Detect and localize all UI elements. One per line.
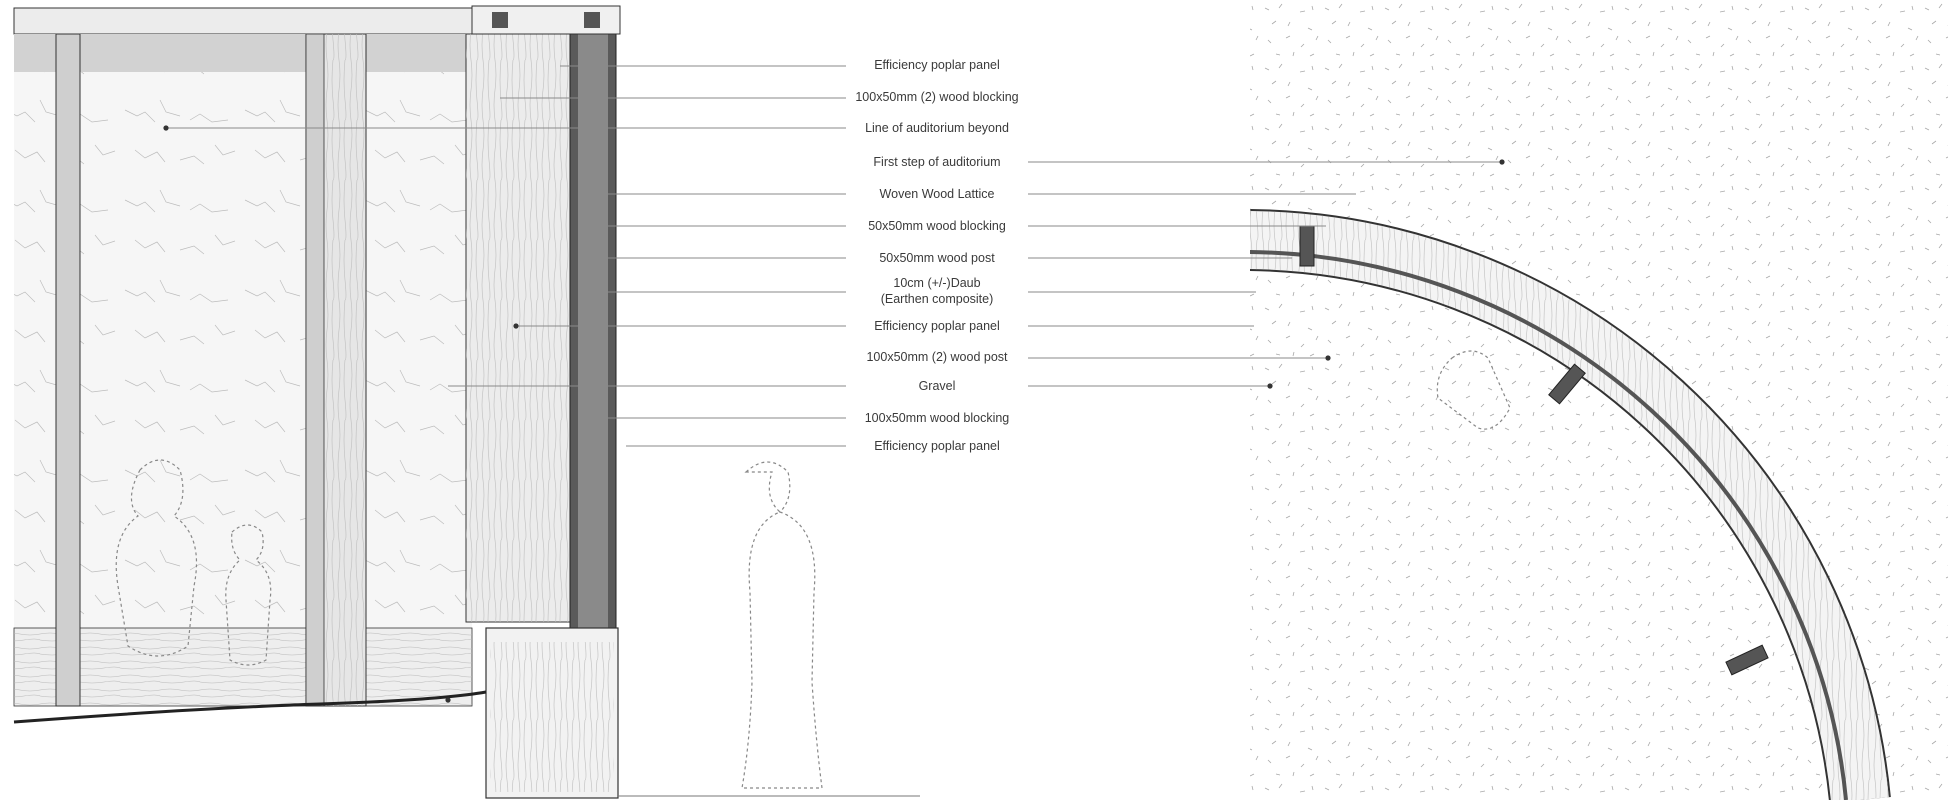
label-panel-top: Efficiency poplar panel <box>874 58 1000 72</box>
top-beam <box>13 7 473 35</box>
label-blocking-50: 50x50mm wood blocking <box>868 219 1006 233</box>
leader-lines <box>166 65 1502 447</box>
ground-line <box>13 690 487 724</box>
post-1 <box>55 33 81 707</box>
cap-block-1 <box>492 12 508 28</box>
label-blocking-2: 100x50mm (2) wood blocking <box>855 90 1019 104</box>
posts <box>55 33 577 707</box>
arc-post-2 <box>1548 363 1586 405</box>
arc-posts <box>1299 225 1769 676</box>
label-post-100: 100x50mm (2) wood post <box>866 350 1008 364</box>
figure-standing-adult <box>741 461 823 789</box>
label-panel-bottom: Efficiency poplar panel <box>874 439 1000 453</box>
label-first-step: First step of auditorium <box>873 155 1001 169</box>
dot-post-100 <box>1325 355 1331 361</box>
label-daub-2: (Earthen composite) <box>880 292 994 306</box>
daub-cracks <box>14 72 472 630</box>
dot-panel-mid <box>513 323 519 329</box>
figure-seated-adult <box>115 459 197 657</box>
post-3-grain <box>466 34 576 622</box>
label-auditorium-line: Line of auditorium beyond <box>865 121 1009 135</box>
arc-post-1 <box>1299 225 1315 267</box>
label-gravel: Gravel <box>918 379 956 393</box>
dot-auditorium <box>163 125 169 131</box>
figure-child <box>225 524 272 666</box>
dot-gravel <box>445 697 451 703</box>
cap-block-2 <box>584 12 600 28</box>
beam-shadow <box>14 34 472 72</box>
elevation-section <box>13 5 920 799</box>
arc-wall-grain <box>1250 211 1889 800</box>
figure-plan <box>1436 350 1511 430</box>
post-2-edge <box>305 33 325 707</box>
arc-post-3 <box>1725 644 1769 676</box>
lower-panel-grain <box>14 628 472 706</box>
label-blocking-100: 100x50mm wood blocking <box>864 411 1010 425</box>
leader-dots <box>163 125 1505 703</box>
lattice-inner <box>578 34 608 630</box>
footing-grain <box>490 642 614 792</box>
label-lattice: Woven Wood Lattice <box>879 187 995 201</box>
human-figures <box>115 459 823 789</box>
dot-gravel-plan <box>1267 383 1273 389</box>
dot-first-step <box>1499 159 1505 165</box>
arc-lattice <box>1250 250 1848 800</box>
label-post-50: 50x50mm wood post <box>879 251 995 265</box>
label-panel-mid: Efficiency poplar panel <box>874 319 1000 333</box>
plan-section <box>1250 0 1948 800</box>
label-daub-1: 10cm (+/-)Daub <box>893 276 981 290</box>
